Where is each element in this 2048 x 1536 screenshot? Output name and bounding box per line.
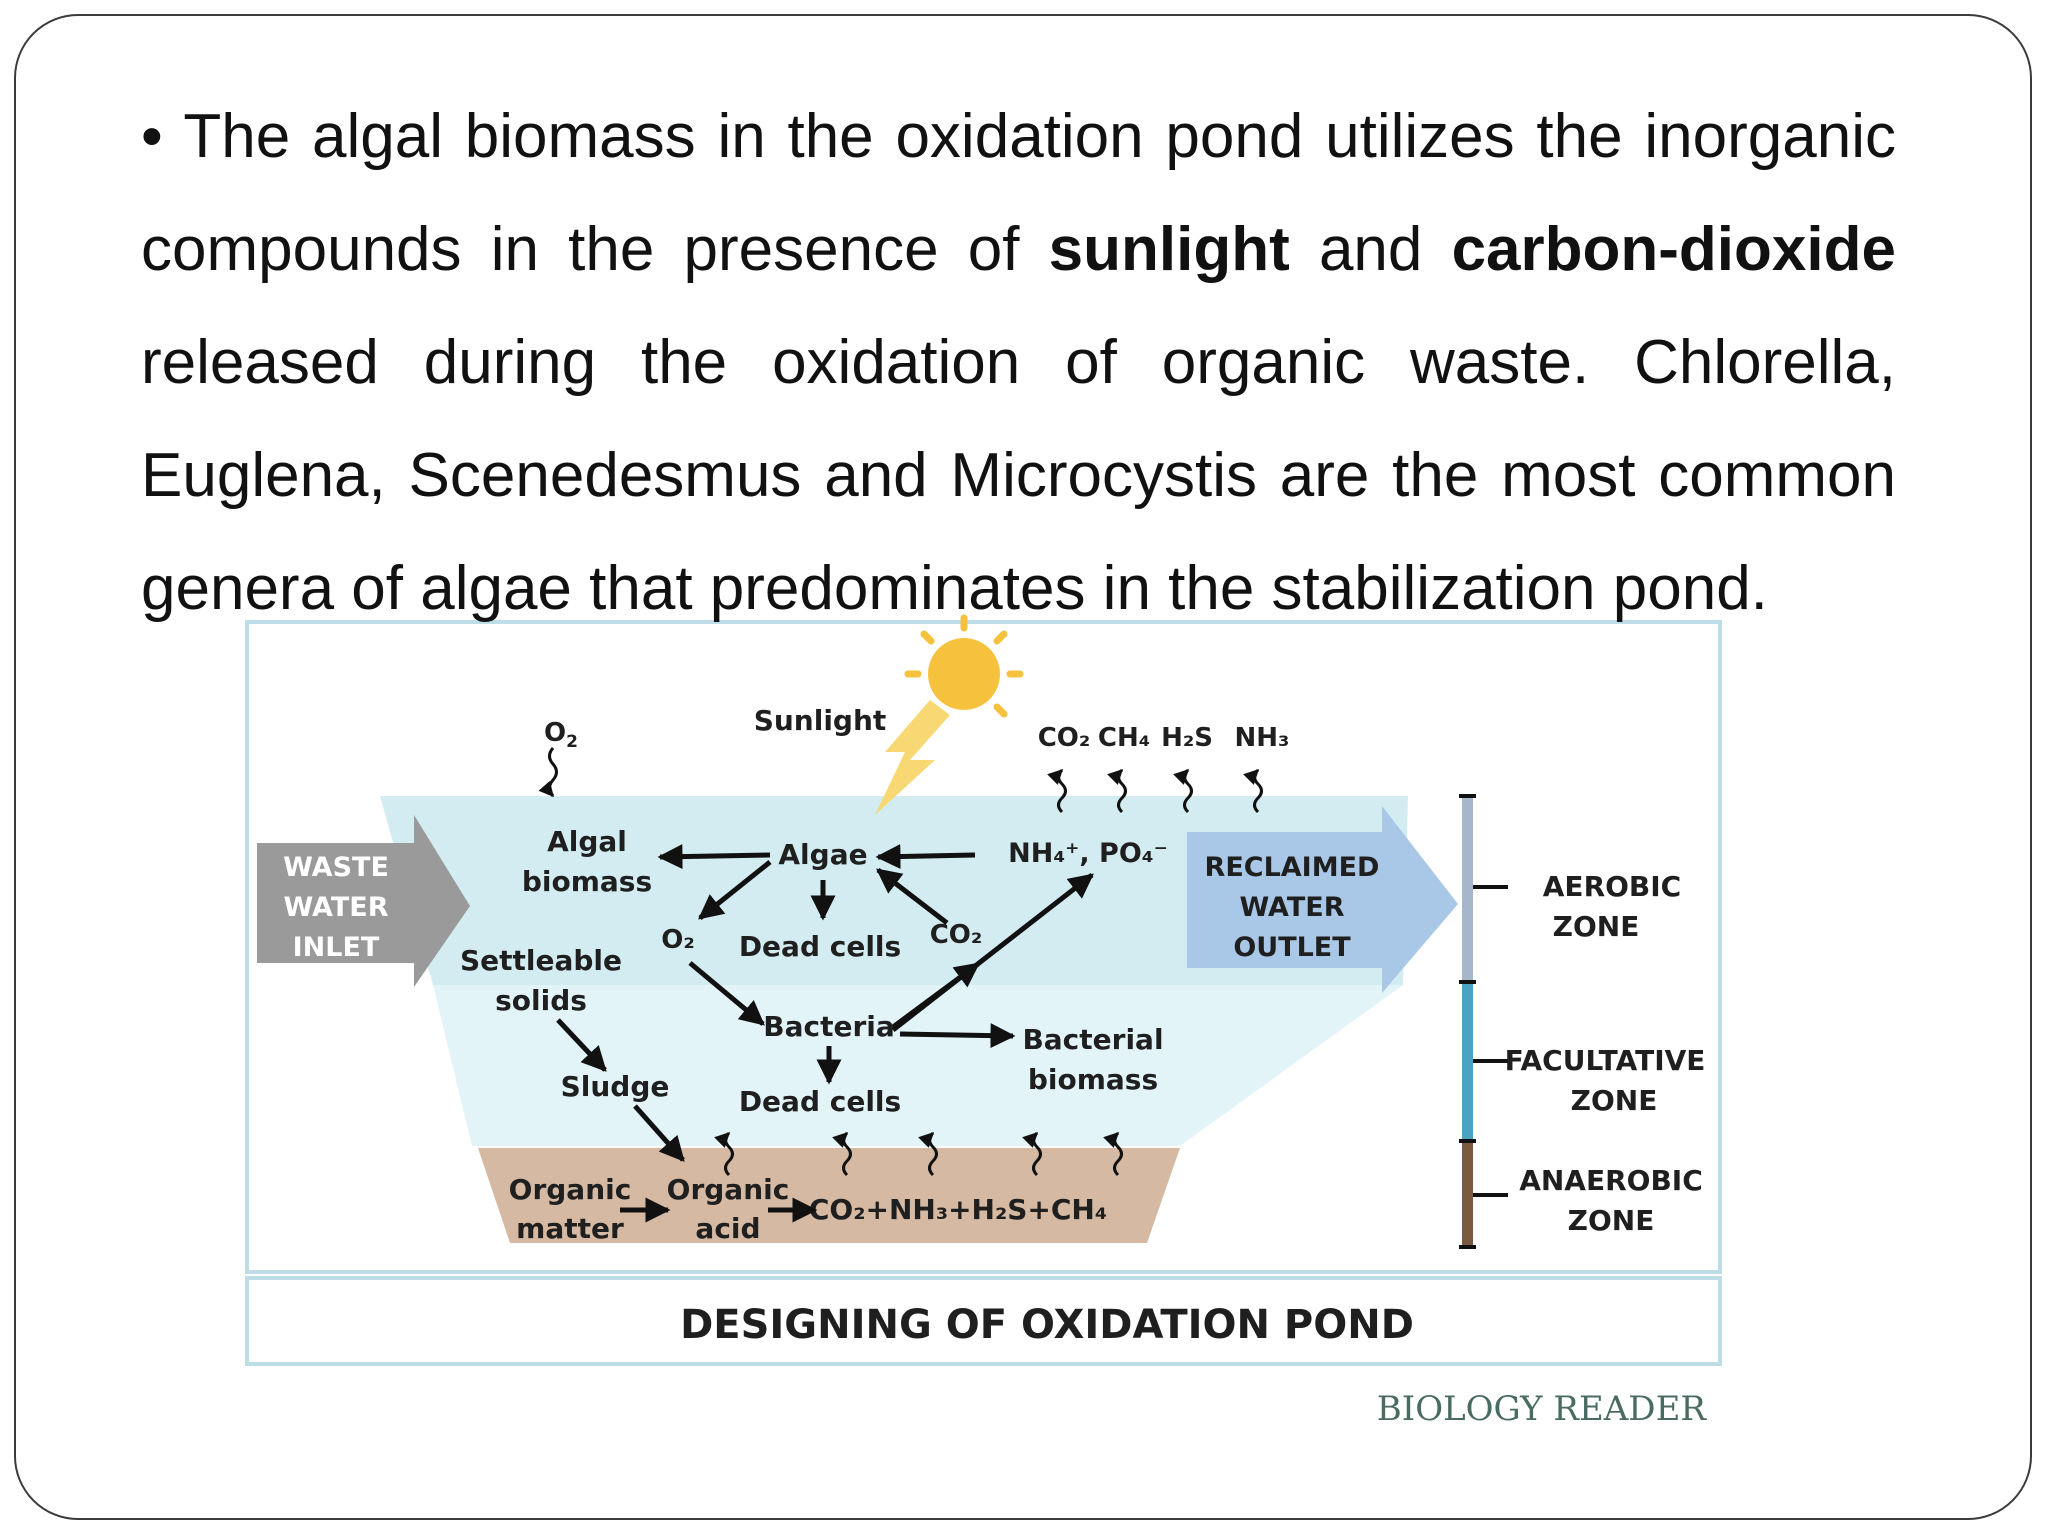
outlet-arrow (1187, 806, 1458, 993)
dead-cells-upper: Dead cells (739, 930, 901, 963)
bacterial-biomass-line2: biomass (1028, 1063, 1158, 1096)
sediment-gas-arrows (714, 1131, 1123, 1177)
bacteria-label: Bacteria (763, 1010, 895, 1043)
outlet-label-line3: OUTLET (1233, 932, 1351, 963)
bullet-paragraph: • The algal biomass in the oxidation pon… (141, 80, 1896, 645)
text-part-3: released during the oxidation of organic… (141, 328, 1896, 623)
co2-mid-label: CO₂ (930, 920, 983, 950)
algal-biomass-line1: Algal (547, 825, 627, 858)
gas-release-arrows-top (1047, 768, 1263, 814)
settleable-solids-line2: solids (495, 984, 587, 1017)
aerobic-bar (1462, 796, 1473, 980)
title-frame (245, 1276, 1722, 1366)
bold-carbon-dioxide: carbon-dioxide (1451, 215, 1896, 284)
gas-co2-top: CO₂ (1038, 723, 1091, 753)
text-part-2: and (1318, 215, 1423, 284)
diagram-title: DESIGNING OF OXIDATION POND (680, 1302, 1414, 1348)
bullet-glyph: • (141, 102, 163, 171)
o2-down-wavy-arrow (538, 747, 558, 798)
bold-sunlight: sunlight (1048, 215, 1290, 284)
anaerobic-bar (1462, 1143, 1473, 1247)
gas-h2s-top: H₂S (1161, 723, 1213, 753)
zone-bar (1459, 794, 1508, 1249)
bacterial-biomass-line1: Bacterial (1022, 1023, 1163, 1056)
o2-top-label: O2 (544, 718, 578, 752)
algae-label: Algae (778, 838, 867, 871)
text-part-1: The algal biomass in the oxidation pond … (141, 102, 1897, 284)
anaerobic-zone-line1: ANAEROBIC (1519, 1164, 1703, 1197)
outlet-label-line2: WATER (1239, 892, 1344, 923)
nutrients-label: NH₄⁺, PO₄⁻ (1008, 838, 1168, 869)
inlet-label-line1: WASTE (283, 852, 389, 883)
facultative-zone-line1: FACULTATIVE (1505, 1044, 1706, 1077)
sun-icon (875, 614, 1024, 815)
algal-biomass-line2: biomass (522, 865, 652, 898)
o2-mid-label: O₂ (661, 925, 695, 955)
gas-nh3-top: NH₃ (1235, 723, 1290, 753)
facultative-zone-line2: ZONE (1571, 1084, 1658, 1117)
organic-acid-line1: Organic (667, 1173, 790, 1206)
facultative-bar (1462, 984, 1473, 1139)
anaerobic-zone-line2: ZONE (1568, 1204, 1655, 1237)
pond-facultative-layer (433, 985, 1403, 1146)
inlet-label-line3: INLET (293, 932, 380, 963)
inlet-label-line2: WATER (283, 892, 388, 923)
organic-acid-line2: acid (695, 1212, 760, 1245)
gas-ch4-top: CH₄ (1098, 723, 1150, 753)
sunlight-label: Sunlight (754, 704, 887, 737)
outlet-label-line1: RECLAIMED (1205, 852, 1380, 883)
dead-cells-lower: Dead cells (739, 1085, 901, 1118)
sludge-label: Sludge (561, 1070, 670, 1103)
anaerobic-products-label: CO₂+NH₃+H₂S+CH₄ (809, 1193, 1107, 1226)
inlet-arrow (257, 815, 470, 987)
organic-matter-line2: matter (516, 1212, 624, 1245)
organic-matter-line1: Organic (509, 1173, 632, 1206)
settleable-solids-line1: Settleable (460, 944, 622, 977)
process-arrows (556, 844, 1094, 1223)
aerobic-zone-line1: AEROBIC (1543, 870, 1681, 903)
credit-logo: BIOLOGY READER (1377, 1389, 1708, 1429)
aerobic-zone-line2: ZONE (1553, 910, 1640, 943)
